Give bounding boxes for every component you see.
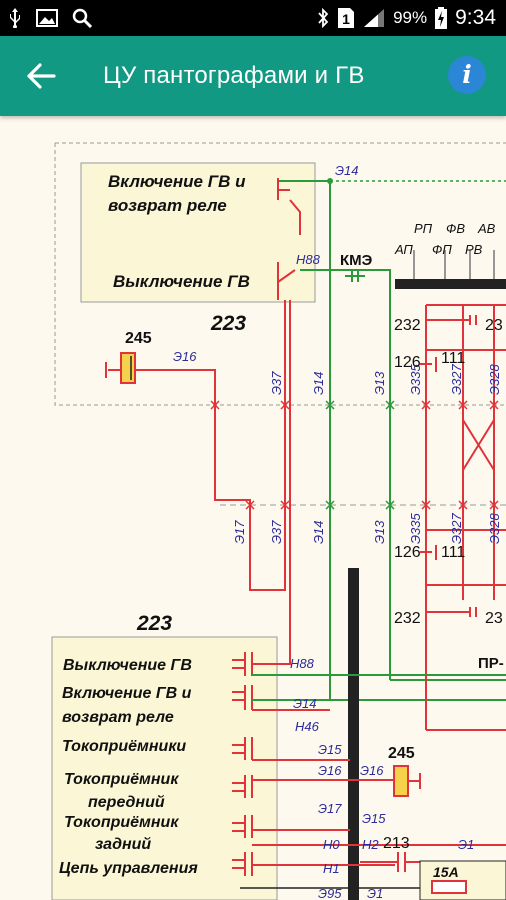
search-icon: [72, 8, 92, 28]
top-section-border: [54, 142, 506, 406]
top-label-box: [80, 162, 316, 303]
bwire-e17: Э17: [318, 801, 342, 816]
usb-icon: [8, 8, 22, 28]
wire-e327-e328: [462, 305, 495, 600]
bottom-label-box: [51, 636, 278, 900]
vlabel-bot-e14: Э14: [311, 521, 326, 544]
bottom-item-4: Токоприёмник: [64, 771, 179, 788]
image-icon: [36, 9, 58, 27]
status-left: [8, 0, 92, 36]
bottom-item-5: передний: [88, 794, 165, 811]
bluetooth-icon: [317, 8, 329, 28]
bwire-e15-right: Э15: [362, 811, 386, 826]
relay-245-top-label: 245: [125, 330, 152, 347]
battery-charging-icon: [435, 7, 448, 29]
status-bar: 1 99% 9:34: [0, 0, 506, 36]
circuit-diagram[interactable]: Включение ГВ и возврат реле Выключение Г…: [0, 116, 506, 900]
pr-label: ПР-: [478, 655, 504, 672]
signal-icon: [363, 8, 385, 28]
wire-e14: [279, 180, 331, 540]
top-label-off: Выключение ГВ: [113, 272, 250, 291]
label-rv: РВ: [465, 242, 483, 257]
bottom-item-6: Токоприёмник: [64, 814, 179, 831]
clock: 9:34: [455, 6, 496, 29]
wire-e335: [425, 305, 506, 731]
vlabel-bot-e327: Э327: [449, 513, 464, 544]
vlabel-bot-e13: Э13: [372, 520, 387, 544]
label-fv: ФВ: [446, 221, 465, 236]
bwire-n1: Н1: [323, 861, 340, 876]
top-label-on-2: возврат реле: [108, 196, 227, 215]
bwire-e1-bottom: Э1: [367, 886, 383, 900]
bwire-e14: Э14: [293, 696, 316, 711]
bwire-e15: Э15: [318, 742, 342, 757]
wire-e13: [300, 269, 506, 681]
num-23-top: 23: [485, 317, 503, 334]
label-av: АВ: [477, 221, 496, 236]
bwire-e95: Э95: [318, 886, 342, 900]
vlabel-bot-e37: Э37: [269, 520, 284, 544]
bwire-e16: Э16: [318, 763, 342, 778]
bwire-e1: Э1: [458, 837, 474, 852]
label-ap: АП: [394, 242, 413, 257]
vlabel-top-e13: Э13: [372, 371, 387, 395]
back-button[interactable]: [22, 60, 58, 92]
top-wire-e14: Э14: [335, 163, 358, 178]
relay-245-bottom-label: 245: [388, 745, 415, 762]
bwire-h2: Н2: [362, 837, 379, 852]
bottom-block-number: 223: [136, 612, 172, 635]
num-111-top: 111: [441, 350, 465, 367]
bottom-item-1: Включение ГВ и: [62, 685, 192, 702]
top-label-on: Включение ГВ и: [108, 172, 246, 191]
bottom-item-2: возврат реле: [62, 709, 174, 726]
num-23-bot: 23: [485, 610, 503, 627]
kme-label: КМЭ: [340, 252, 373, 269]
num-232-bot: 232: [394, 610, 421, 627]
vlabel-top-e327: Э327: [449, 364, 464, 395]
num-126-bot: 126: [394, 544, 421, 561]
label-fp: ФП: [432, 242, 452, 257]
vlabel-bot-e328: Э328: [487, 513, 502, 544]
battery-percent: 99%: [393, 8, 428, 27]
top-block-number: 223: [210, 312, 246, 335]
relay-245-bottom: [393, 765, 409, 797]
status-right: 1 99% 9:34: [317, 0, 496, 36]
wire-e16-label: Э16: [173, 349, 197, 364]
vlabel-top-e328: Э328: [487, 364, 502, 395]
bottom-item-8: Цепь управления: [59, 860, 198, 877]
fuse-label: 15А: [433, 864, 459, 880]
relay-245-top: [120, 352, 136, 384]
vlabel-bot-e335: Э335: [408, 513, 423, 544]
vlabel-top-e37: Э37: [269, 371, 284, 395]
vlabel-bot-e17: Э17: [232, 520, 247, 544]
bwire-n88: Н88: [290, 656, 315, 671]
arrow-back-icon: [27, 63, 56, 89]
sim-number: 1: [342, 11, 350, 27]
num-213: 213: [383, 835, 410, 852]
vlabel-top-e335: Э335: [408, 364, 423, 395]
bus-bar-top: [395, 279, 506, 289]
sim-icon: 1: [337, 7, 355, 29]
relay-e16-label: Э16: [360, 763, 384, 778]
label-rp: РП: [414, 221, 433, 236]
bwire-n46: Н46: [295, 719, 320, 734]
circuit-diagram-svg: Включение ГВ и возврат реле Выключение Г…: [51, 142, 506, 900]
bwire-n0: Н0: [323, 837, 340, 852]
num-232-top: 232: [394, 317, 421, 334]
wire-e16-e37: [120, 300, 286, 591]
bottom-item-0: Выключение ГВ: [63, 657, 192, 674]
page-title: ЦУ пантографами и ГВ: [103, 62, 365, 89]
info-button[interactable]: i: [448, 56, 486, 94]
num-111-bot: 111: [441, 544, 465, 561]
num-126-top: 126: [394, 354, 421, 371]
bus-bar-vertical: [348, 568, 359, 900]
vlabel-top-e14: Э14: [311, 372, 326, 395]
bottom-item-3: Токоприёмники: [62, 738, 186, 755]
app-bar: ЦУ пантографами и ГВ i: [0, 36, 506, 116]
info-icon: i: [462, 60, 472, 89]
top-wire-n88: Н88: [296, 252, 321, 267]
bottom-item-7: задний: [95, 836, 151, 853]
